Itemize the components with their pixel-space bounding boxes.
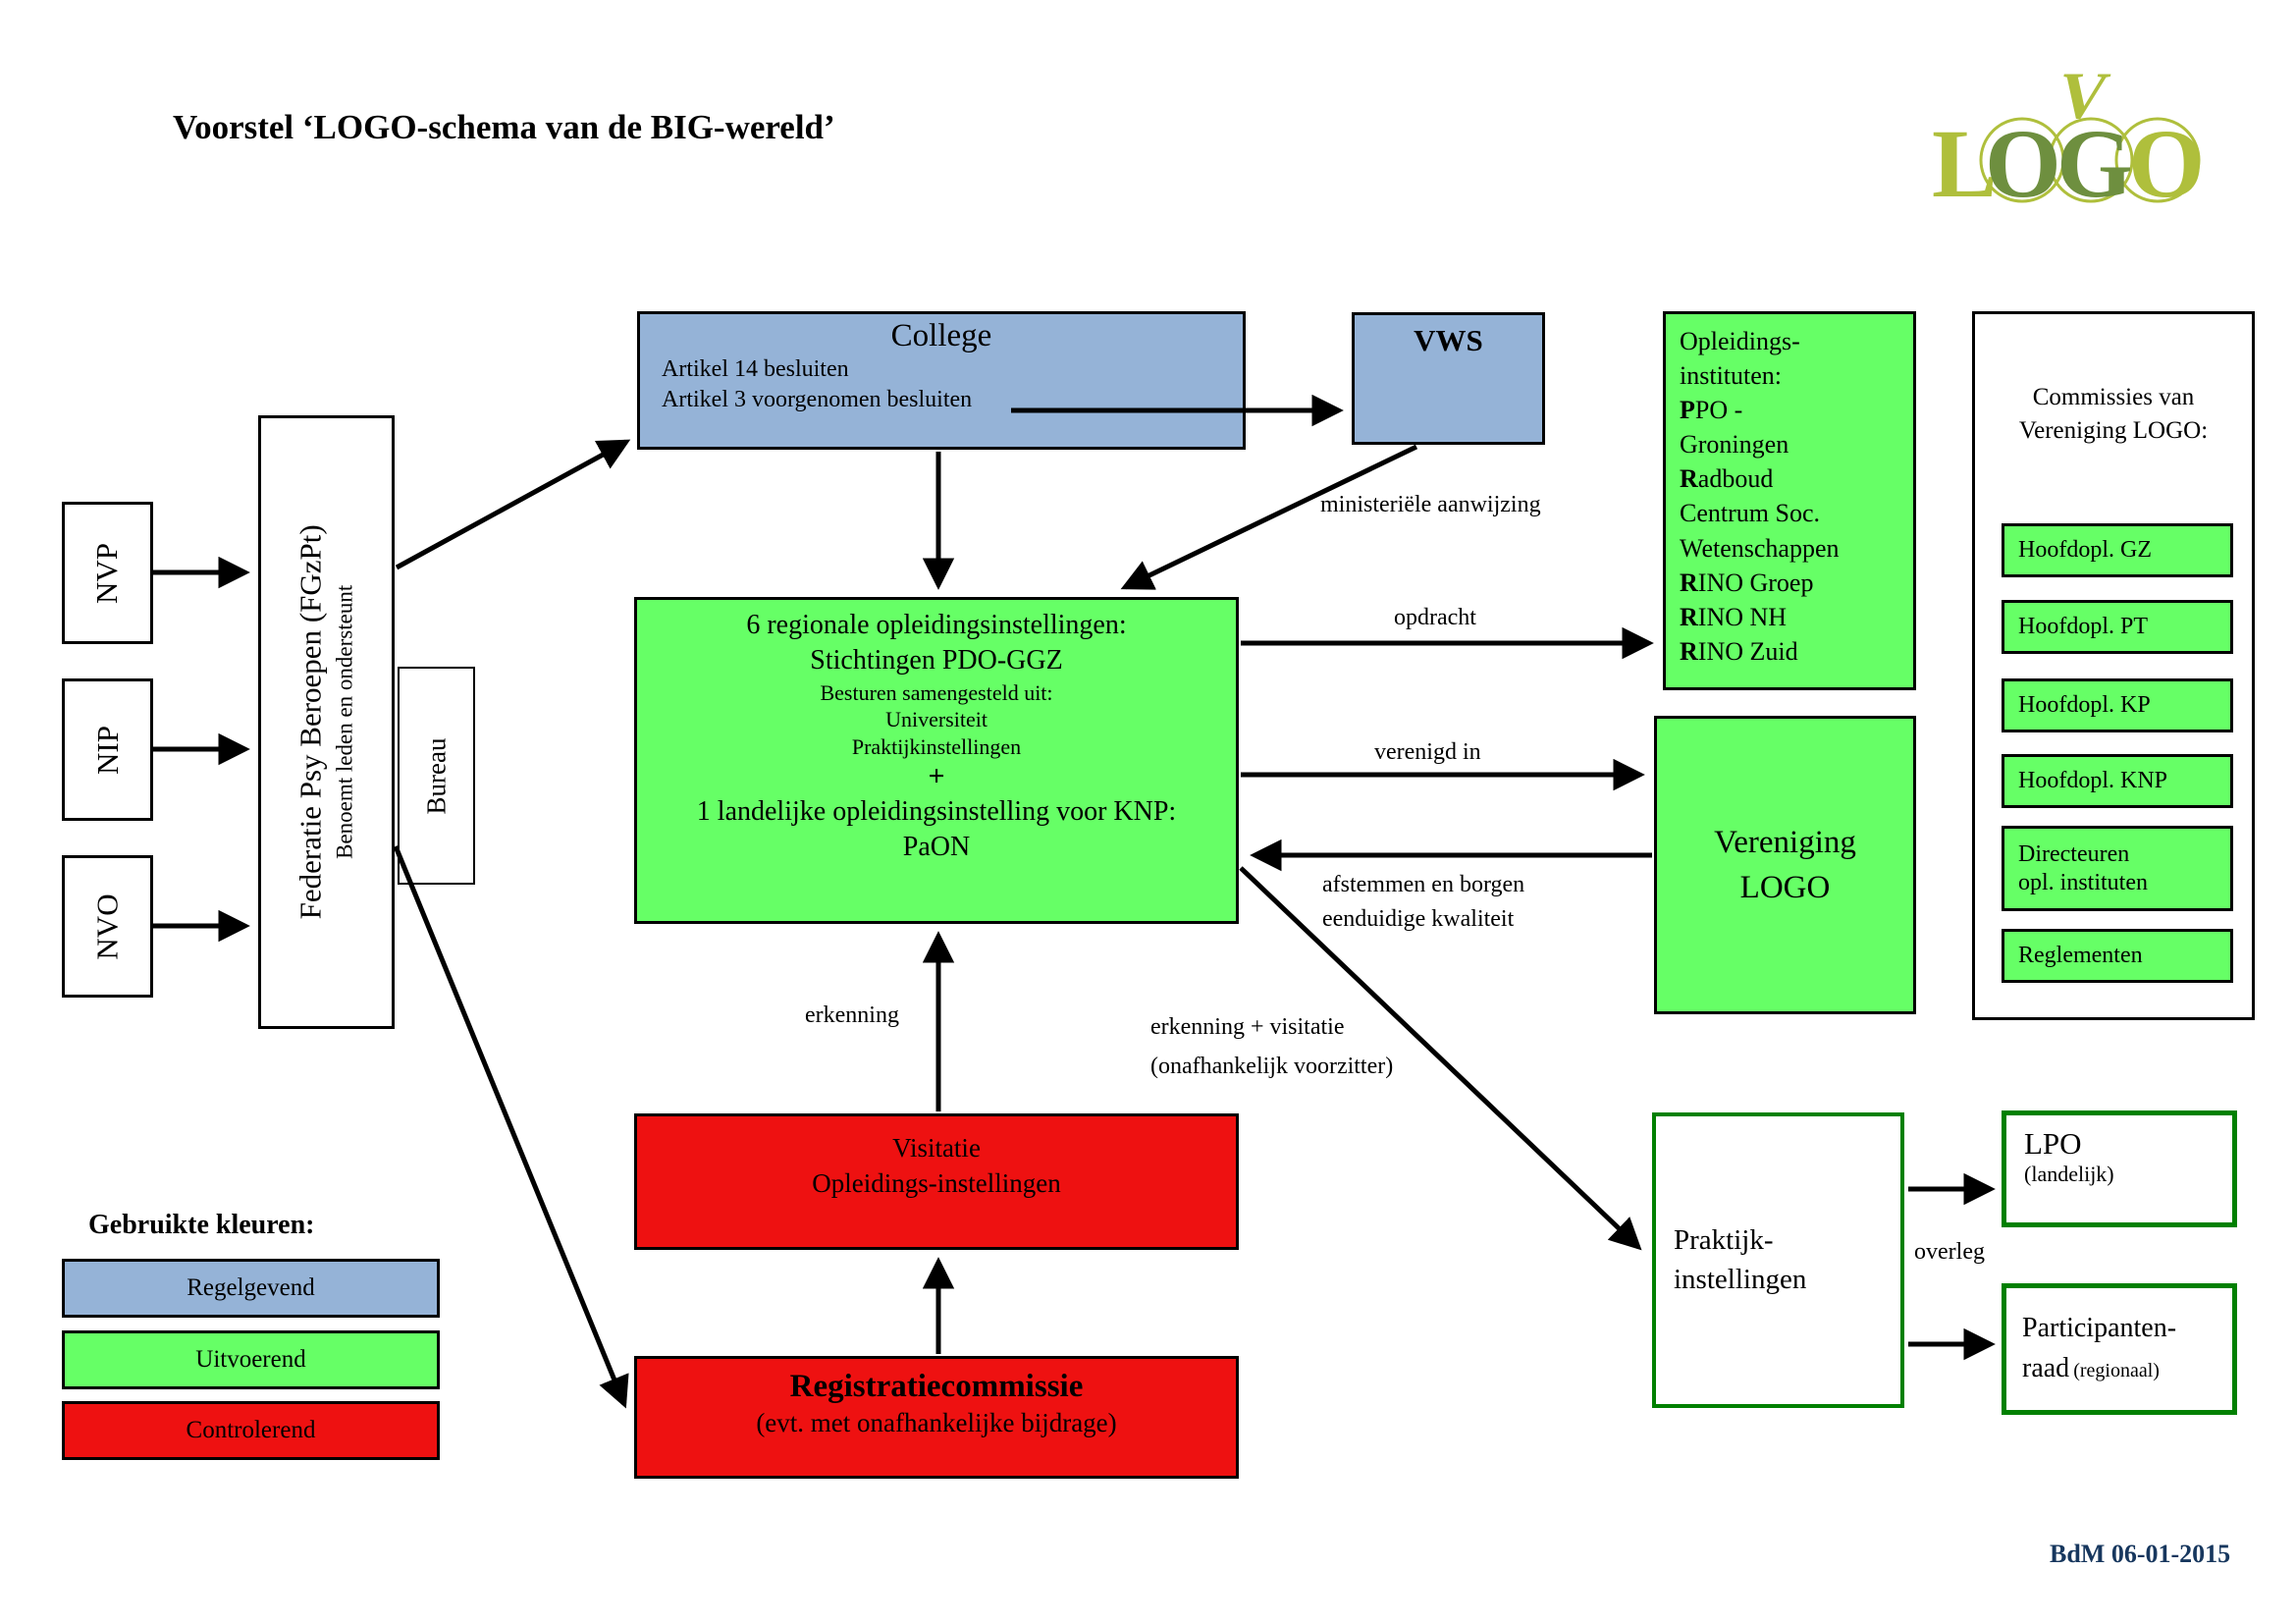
logo-circle — [2114, 117, 2201, 203]
participanten-line1: Participanten- — [2022, 1313, 2177, 1344]
commissies-heading-1: Commissies van — [2032, 384, 2195, 410]
instituten-line: PPO - — [1680, 396, 1743, 425]
commissie-hoofdopl-kp: Hoofdopl. KP — [2002, 678, 2233, 732]
federatie-subtitle: Benoemt leden en ondersteunt — [332, 584, 357, 860]
nip-label: NIP — [89, 725, 125, 775]
central-line2: Stichtingen PDO-GGZ — [810, 645, 1063, 677]
commissies-box: Commissies van Vereniging LOGO: Hoofdopl… — [1972, 311, 2255, 1020]
lpo-title: LPO — [2024, 1126, 2082, 1161]
logo-circle — [1979, 117, 2065, 203]
instituten-line: Groningen — [1680, 430, 1789, 460]
praktijkinstellingen-box: Praktijk- instellingen — [1652, 1112, 1904, 1408]
registratie-subtitle: (evt. met onafhankelijke bijdrage) — [756, 1408, 1117, 1438]
vws-box: VWS — [1352, 312, 1545, 445]
instituten-line: Opleidings- — [1680, 327, 1800, 355]
legend-uitvoerend: Uitvoerend — [62, 1330, 440, 1389]
praktijk-line2: instellingen — [1674, 1263, 1807, 1295]
label-overleg: overleg — [1914, 1239, 1985, 1265]
logo-circle — [2048, 117, 2134, 203]
instituten-line: RINO Groep — [1680, 568, 1814, 597]
lpo-subtitle: (landelijk) — [2024, 1162, 2114, 1187]
logo: V L O G O — [1932, 59, 2205, 218]
commissie-hoofdopl-gz: Hoofdopl. GZ — [2002, 523, 2233, 577]
label-opdracht: opdracht — [1394, 605, 1476, 630]
central-line4: Universiteit — [885, 707, 988, 732]
nvo-label: NVO — [89, 893, 125, 960]
bureau-box: Bureau — [398, 667, 475, 885]
logo-letter-o2: O — [2128, 109, 2205, 218]
central-line5: Praktijkinstellingen — [851, 733, 1022, 759]
commissie-reglementen: Reglementen — [2002, 929, 2233, 983]
college-article-3: Artikel 3 voorgenomen besluiten — [662, 387, 973, 413]
label-erkenning: erkenning — [805, 1002, 899, 1028]
commissie-directeuren: Directeuren opl. instituten — [2002, 826, 2233, 911]
instituten-line: RINO Zuid — [1680, 636, 1798, 666]
logo-letter-g: G — [2056, 109, 2133, 218]
central-plus: + — [928, 760, 945, 793]
logo-letter-o1: O — [1985, 109, 2061, 218]
federatie-box: Federatie Psy Beroepen (FGzPt) Benoemt l… — [258, 415, 395, 1029]
praktijk-line1: Praktijk- — [1674, 1224, 1774, 1257]
vereniging-logo-box: Vereniging LOGO — [1654, 716, 1916, 1014]
legend-controlerend: Controlerend — [62, 1401, 440, 1460]
central-line3: Besturen samengesteld uit: — [820, 679, 1053, 705]
logo-letter-l: L — [1932, 109, 1998, 218]
vws-title: VWS — [1414, 323, 1483, 357]
footer-credit: BdM 06-01-2015 — [2050, 1540, 2231, 1568]
instituten-line: RINO NH — [1680, 602, 1788, 631]
label-verenigd-in: verenigd in — [1374, 739, 1481, 765]
instituten-line: Wetenschappen — [1680, 533, 1840, 563]
central-line7: PaON — [902, 832, 971, 863]
nvo-box: NVO — [62, 855, 153, 998]
opleidingsinstellingen-box: 6 regionale opleidingsinstellingen: Stic… — [634, 597, 1239, 924]
legend-heading: Gebruikte kleuren: — [88, 1210, 315, 1240]
arrow-federatie-to-registratie — [393, 845, 629, 1409]
commissie-hoofdopl-pt: Hoofdopl. PT — [2002, 600, 2233, 654]
label-afstemmen: afstemmen en borgen eenduidige kwaliteit — [1322, 872, 1525, 932]
vereniging-line2: LOGO — [1739, 870, 1831, 905]
commissies-heading-2: Vereniging LOGO: — [2018, 416, 2209, 444]
vereniging-line1: Vereniging — [1714, 824, 1856, 860]
visitatie-line2: Opleidings-instellingen — [812, 1168, 1061, 1199]
nip-box: NIP — [62, 678, 153, 821]
nvp-box: NVP — [62, 502, 153, 644]
instituten-line: instituten: — [1680, 361, 1782, 391]
participanten-line2: raad (regionaal) — [2022, 1353, 2160, 1383]
visitatie-line1: Visitatie — [892, 1133, 981, 1163]
college-article-14: Artikel 14 besluiten — [662, 356, 849, 382]
instituten-line: Radboud — [1680, 464, 1774, 494]
label-ministeriele-aanwijzing: ministeriële aanwijzing — [1320, 492, 1541, 517]
registratie-title: Registratiecommissie — [789, 1369, 1084, 1404]
commissie-hoofdopl-knp: Hoofdopl. KNP — [2002, 754, 2233, 808]
college-title: College — [890, 318, 992, 353]
lpo-box: LPO (landelijk) — [2002, 1110, 2237, 1227]
page-title: Voorstel ‘LOGO-schema van de BIG-wereld’ — [173, 108, 835, 146]
participantenraad-box: Participanten- raad (regionaal) — [2002, 1283, 2237, 1415]
central-line1: 6 regionale opleidingsinstellingen: — [746, 610, 1127, 640]
nvp-label: NVP — [89, 542, 125, 604]
instituten-line: Centrum Soc. — [1680, 499, 1820, 528]
bureau-label: Bureau — [421, 737, 451, 814]
college-box: College Artikel 14 besluiten Artikel 3 v… — [637, 311, 1246, 450]
opleidingsinstituten-box: Opleidings- instituten: PPO - Groningen … — [1663, 311, 1916, 690]
arrow-federatie-to-college — [395, 439, 631, 570]
central-line6: 1 landelijke opleidingsinstelling voor K… — [696, 795, 1177, 827]
visitatie-box: Visitatie Opleidings-instellingen — [634, 1113, 1239, 1250]
registratiecommissie-box: Registratiecommissie (evt. met onafhanke… — [634, 1356, 1239, 1479]
label-erkenning-visitatie: erkenning + visitatie (onafhankelijk voo… — [1150, 1014, 1394, 1079]
legend-regelgevend: Regelgevend — [62, 1259, 440, 1318]
federatie-title: Federatie Psy Beroepen (FGzPt) — [294, 524, 329, 920]
